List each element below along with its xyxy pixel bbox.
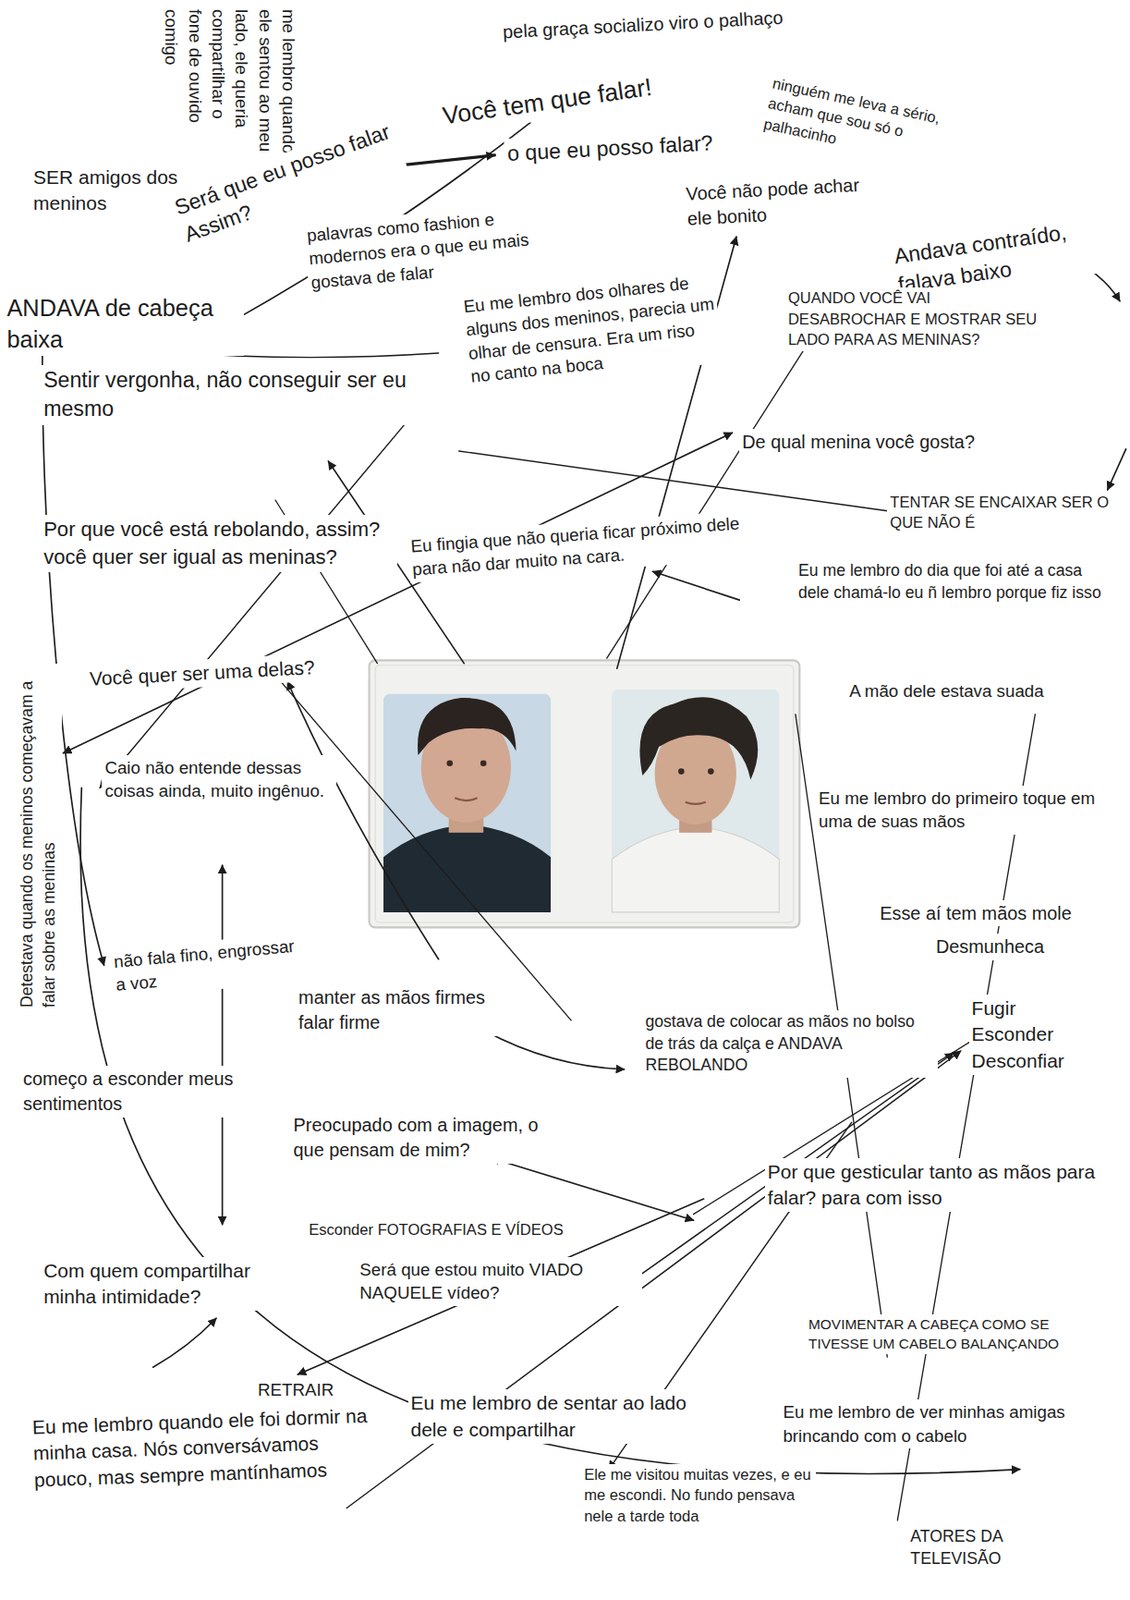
handwritten-note: QUANDO VOCÊ VAI DESABROCHAR E MOSTRAR SE… bbox=[785, 287, 1051, 352]
handwritten-note: Detestava quando os meninos começavam a … bbox=[15, 662, 62, 1009]
handwritten-note: Será que estou muito VIADO NAQUELE vídeo… bbox=[356, 1256, 643, 1306]
handwritten-note: De qual menina você gosta? bbox=[739, 428, 1025, 456]
handwritten-note: pela graça socializo viro o palhaço bbox=[498, 2, 806, 46]
card-inner bbox=[375, 665, 794, 923]
handwritten-note: Preocupado com a imagem, o que pensam de… bbox=[291, 1111, 557, 1164]
photo-hair bbox=[417, 697, 516, 755]
handwritten-note: Caio não entende dessas coisas ainda, mu… bbox=[101, 754, 337, 804]
handwritten-note: gostava de colocar as mãos no bolso de t… bbox=[642, 1009, 938, 1078]
handwritten-note: Eu me lembro quando ele foi dormir na mi… bbox=[29, 1401, 379, 1495]
handwritten-note: SER amigos dos meninos bbox=[30, 163, 184, 219]
leader-arrow bbox=[491, 1157, 694, 1220]
handwritten-note: Por que você está rebolando, assim? você… bbox=[40, 514, 398, 572]
photo-eye bbox=[707, 767, 715, 775]
handwritten-note: Desmunheca bbox=[933, 933, 1087, 960]
handwritten-note: Esse aí tem mãos mole bbox=[876, 899, 1122, 927]
leader-arrow bbox=[607, 346, 806, 658]
photo-eye bbox=[446, 759, 453, 766]
handwritten-note: Ele me visitou muitas vezes, e eu me esc… bbox=[581, 1463, 816, 1528]
id-card bbox=[369, 659, 801, 927]
handwritten-note: me lembro quando ele sentou ao meu lado,… bbox=[158, 6, 302, 160]
photo-hair bbox=[639, 696, 758, 779]
leader-arrow bbox=[265, 663, 572, 1021]
handwritten-note: A mão dele estava suada bbox=[846, 678, 1118, 704]
handwritten-note: Eu fingia que não queria ficar próximo d… bbox=[406, 510, 746, 584]
leader-arrow bbox=[221, 864, 224, 1225]
handwritten-note: Sentir vergonha, não conseguir ser eu me… bbox=[40, 364, 450, 426]
leader-arrow bbox=[287, 680, 438, 959]
leader-arrow bbox=[1107, 449, 1127, 490]
handwritten-note: MOVIMENTAR A CABEÇA COMO SE TIVESSE UM C… bbox=[805, 1313, 1102, 1355]
handwritten-note: ninguém me leva a sério, acham que sou s… bbox=[758, 72, 986, 181]
leader-arrow bbox=[62, 432, 732, 754]
handwritten-note: manter as mãos firmes falar firme bbox=[295, 984, 515, 1036]
photo-ground bbox=[611, 689, 779, 912]
handwritten-note: Eu me lembro do primeiro toque em uma de… bbox=[815, 785, 1122, 835]
handwritten-note: Eu me lembro de ver minhas amigas brinca… bbox=[779, 1398, 1112, 1448]
leader-arrow bbox=[80, 787, 1021, 1473]
leader-arrow bbox=[484, 1030, 624, 1070]
leader-arrow bbox=[297, 1198, 704, 1374]
handwritten-note: começo a esconder meus sentimentos bbox=[20, 1065, 306, 1118]
handwritten-note: Por que gesticular tanto as mãos para fa… bbox=[765, 1157, 1102, 1213]
photo-left bbox=[383, 693, 551, 912]
leader-arrow bbox=[459, 450, 899, 512]
photo-ground bbox=[383, 693, 551, 912]
handwritten-note: Eu me lembro dos olhares de alguns dos m… bbox=[460, 267, 724, 389]
handwritten-note: RETRAIR bbox=[255, 1376, 347, 1402]
handwritten-note: não fala fino, engrossar a voz bbox=[110, 932, 309, 998]
handwritten-note: o que eu posso falar? bbox=[504, 125, 761, 171]
handwritten-note: Você quer ser uma delas? bbox=[85, 650, 368, 693]
leader-arrow bbox=[153, 1317, 217, 1367]
card-sleeve bbox=[369, 659, 801, 927]
photo-eye bbox=[678, 767, 685, 775]
handwritten-note: TENTAR SE ENCAIXAR SER O QUE NÃO É bbox=[886, 491, 1117, 535]
handwritten-note: Com quem compartilhar minha intimidade? bbox=[40, 1256, 296, 1312]
handwritten-note: Você tem que falar! bbox=[437, 63, 705, 135]
handwritten-note: Esconder FOTOGRAFIAS E VÍDEOS bbox=[305, 1218, 602, 1241]
handwritten-note: ATORES DA TELEVISÃO bbox=[907, 1524, 1025, 1571]
photo-mouth bbox=[685, 801, 706, 804]
handwritten-note: ANDAVA de cabeça baixa bbox=[3, 291, 244, 357]
photo-eye bbox=[480, 759, 487, 766]
photo-right bbox=[611, 689, 779, 912]
leader-arrow bbox=[652, 571, 740, 600]
handwritten-note: Você não pode achar ele bonito bbox=[681, 170, 888, 232]
handwritten-note: palavras como fashion e modernos era o q… bbox=[303, 201, 554, 295]
handwritten-note: Fugir Esconder Desconfiar bbox=[969, 994, 1092, 1075]
photo-shirt bbox=[611, 826, 779, 912]
leader-arrow bbox=[99, 420, 408, 788]
photo-mouth bbox=[454, 797, 477, 801]
handwritten-note: Eu me lembro do dia que foi até a casa d… bbox=[795, 558, 1118, 606]
handwritten-note: Eu me lembro de sentar ao lado dele e co… bbox=[408, 1388, 715, 1444]
